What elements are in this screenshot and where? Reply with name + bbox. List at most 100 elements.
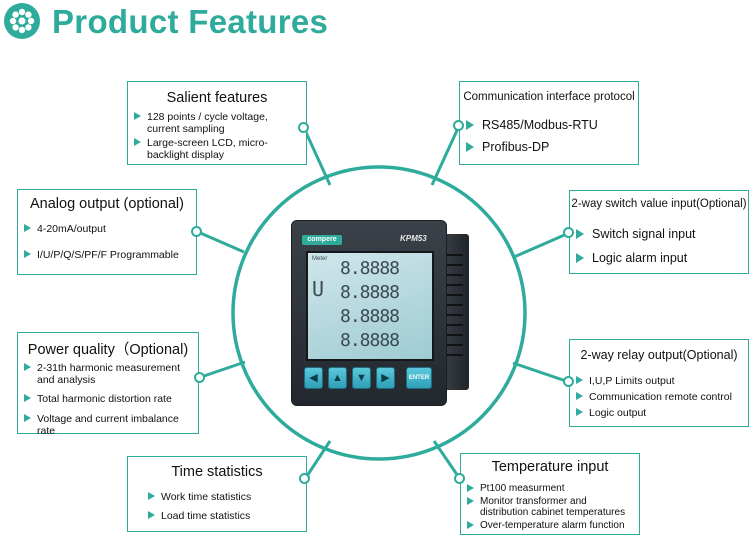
list-item: Total harmonic distortion rate <box>24 393 194 405</box>
triangle-bullet-icon <box>134 138 141 146</box>
list-item: Voltage and current imbalance rate <box>24 413 194 437</box>
list-item: 4-20mA/output <box>24 223 192 235</box>
meter-brand-logo: compere <box>302 235 342 245</box>
triangle-bullet-icon <box>24 394 31 402</box>
feature-list: Switch signal input Logic alarm input <box>576 226 744 266</box>
box-relay-output: 2-way relay output(Optional) I,U,P Limit… <box>569 339 749 427</box>
connector-salient <box>302 127 332 186</box>
box-communication-protocol: Communication interface protocol RS485/M… <box>459 81 639 165</box>
feature-list: 4-20mA/output I/U/P/Q/S/PF/F Programmabl… <box>24 223 192 261</box>
up-arrow-icon: ▲ <box>328 367 347 389</box>
connector-temperature <box>432 440 462 480</box>
ring-circle <box>231 165 527 461</box>
lcd-tag: Meter <box>312 256 328 262</box>
feature-list: 2-31th harmonic measurement and analysis… <box>24 362 194 437</box>
lcd-row: 8.8888 <box>340 306 400 327</box>
box-title: Analog output (optional) <box>30 196 184 212</box>
triangle-bullet-icon <box>24 414 31 422</box>
box-title: Time statistics <box>171 464 263 480</box>
connector-dot <box>299 473 310 484</box>
triangle-bullet-icon <box>576 408 583 416</box>
meter-keypad: ◀ ▲ ▼ ▶ ENTER <box>304 367 436 391</box>
triangle-bullet-icon <box>576 376 583 384</box>
feature-list: Work time statistics Load time statistic… <box>148 491 302 522</box>
triangle-bullet-icon <box>576 253 584 263</box>
feature-list: Pt100 measurment Monitor transformer and… <box>467 483 635 531</box>
connector-dot <box>563 376 574 387</box>
enter-key: ENTER <box>406 367 432 389</box>
triangle-bullet-icon <box>24 363 31 371</box>
triangle-bullet-icon <box>467 521 474 529</box>
triangle-bullet-icon <box>466 120 474 130</box>
lcd-display: Meter U 8.8888 8.8888 8.8888 8.8888 <box>306 251 434 361</box>
box-title: Temperature input <box>491 459 609 475</box>
page-title: Product Features <box>52 3 329 40</box>
lcd-row: 8.8888 <box>340 282 400 303</box>
right-arrow-icon: ▶ <box>376 367 395 389</box>
list-item: RS485/Modbus-RTU <box>466 117 634 133</box>
list-item: Pt100 measurment <box>467 483 635 494</box>
connector-dot <box>563 227 574 238</box>
box-power-quality: Power quality（Optional) 2-31th harmonic … <box>17 332 199 437</box>
box-analog-output: Analog output (optional) 4-20mA/output I… <box>17 189 197 275</box>
box-temperature-input: Temperature input Pt100 measurment Monit… <box>460 453 640 535</box>
list-item: Communication remote control <box>576 391 744 403</box>
list-item: Load time statistics <box>148 510 302 522</box>
flower-icon <box>4 3 40 39</box>
list-item: 128 points / cycle voltage, current samp… <box>134 111 302 135</box>
triangle-bullet-icon <box>24 250 31 258</box>
list-item: I,U,P Limits output <box>576 375 744 387</box>
triangle-bullet-icon <box>466 142 474 152</box>
connector-dot <box>194 372 205 383</box>
feature-list: I,U,P Limits output Communication remote… <box>576 375 744 419</box>
lcd-symbol: U <box>312 277 325 301</box>
connector-dot <box>454 473 465 484</box>
connector-switch <box>513 231 570 259</box>
list-item: Profibus-DP <box>466 139 634 155</box>
box-title: Power quality（Optional) <box>27 342 189 358</box>
connector-dot <box>191 226 202 237</box>
list-item: Logic alarm input <box>576 250 744 266</box>
lcd-row: 8.8888 <box>340 258 400 279</box>
left-arrow-icon: ◀ <box>304 367 323 389</box>
connector-analog <box>197 230 245 254</box>
list-item: Logic output <box>576 407 744 419</box>
triangle-bullet-icon <box>24 224 31 232</box>
connector-time <box>303 440 332 480</box>
box-switch-value-input: 2-way switch value input(Optional) Switc… <box>569 190 749 274</box>
connector-power <box>200 360 246 379</box>
box-title: Salient features <box>166 90 268 106</box>
header: Product Features <box>0 0 750 44</box>
list-item: Monitor transformer and distribution cab… <box>467 496 635 518</box>
triangle-bullet-icon <box>576 392 583 400</box>
triangle-bullet-icon <box>576 229 584 239</box>
box-time-statistics: Time statistics Work time statistics Loa… <box>127 456 307 532</box>
list-item: Switch signal input <box>576 226 744 242</box>
triangle-bullet-icon <box>148 511 155 519</box>
list-item: Large-screen LCD, micro-backlight displa… <box>134 137 302 161</box>
list-item: I/U/P/Q/S/PF/F Programmable <box>24 249 192 261</box>
box-salient-features: Salient features 128 points / cycle volt… <box>127 81 307 165</box>
list-item: Over-temperature alarm function <box>467 520 635 531</box>
meter-model-label: KPM53 <box>400 234 427 243</box>
box-title: 2-way relay output(Optional) <box>580 348 738 362</box>
connector-communication <box>430 125 461 186</box>
feature-list: RS485/Modbus-RTU Profibus-DP <box>466 117 634 155</box>
triangle-bullet-icon <box>148 492 155 500</box>
connector-dot <box>298 122 309 133</box>
meter-front-panel: compere KPM53 Meter U 8.8888 8.8888 8.88… <box>291 220 447 406</box>
list-item: 2-31th harmonic measurement and analysis <box>24 362 194 386</box>
down-arrow-icon: ▼ <box>352 367 371 389</box>
box-title: 2-way switch value input(Optional) <box>571 198 747 210</box>
list-item: Work time statistics <box>148 491 302 503</box>
lcd-row: 8.8888 <box>340 330 400 351</box>
connector-dot <box>453 120 464 131</box>
connector-relay <box>512 361 570 384</box>
triangle-bullet-icon <box>134 112 141 120</box>
feature-list: 128 points / cycle voltage, current samp… <box>134 111 302 161</box>
triangle-bullet-icon <box>467 497 474 505</box>
power-meter-device: compere KPM53 Meter U 8.8888 8.8888 8.88… <box>291 220 469 406</box>
triangle-bullet-icon <box>467 484 474 492</box>
box-title: Communication interface protocol <box>463 91 635 103</box>
